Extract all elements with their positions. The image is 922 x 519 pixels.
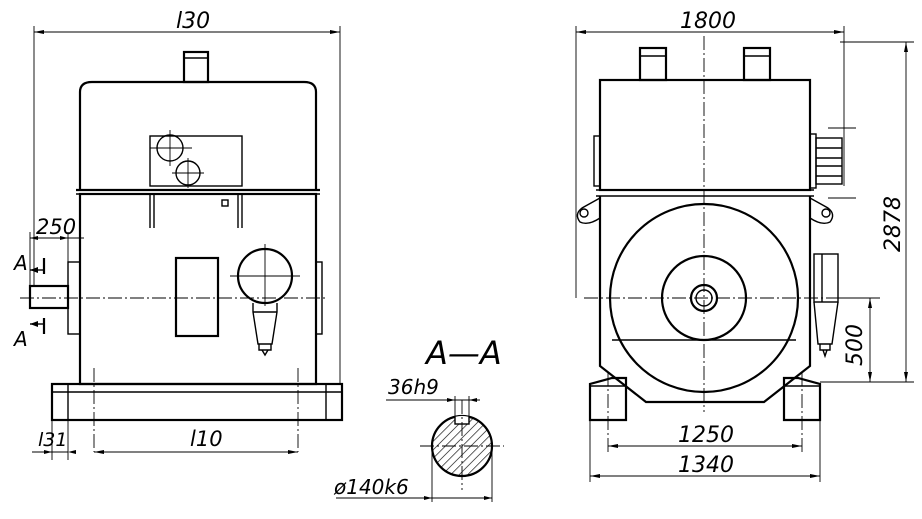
key-dim-label: 36h9 [388,375,439,399]
right-view: 1800 2878 500 1250 1340 [575,9,914,482]
dim-l10-label: l10 [190,427,223,451]
diameter-dim-label: ø140k6 [333,475,409,499]
dim-2878-label: 2878 [881,196,906,252]
dim-1250-label: 1250 [678,423,734,448]
left-view: l30 250 A A l31 l10 [12,9,344,460]
dim-250-label: 250 [36,215,76,239]
section-mark-top: A [12,251,28,275]
section-view: A—A 36h9 ø140k6 [333,334,504,502]
dim-1800-label: 1800 [680,9,736,34]
section-mark-bottom: A [12,327,28,351]
dim-l31-label: l31 [38,429,67,451]
section-title: A—A [424,334,502,372]
dim-l30-label: l30 [176,9,210,34]
dim-500-label: 500 [843,324,868,366]
dim-1340-label: 1340 [678,453,734,478]
